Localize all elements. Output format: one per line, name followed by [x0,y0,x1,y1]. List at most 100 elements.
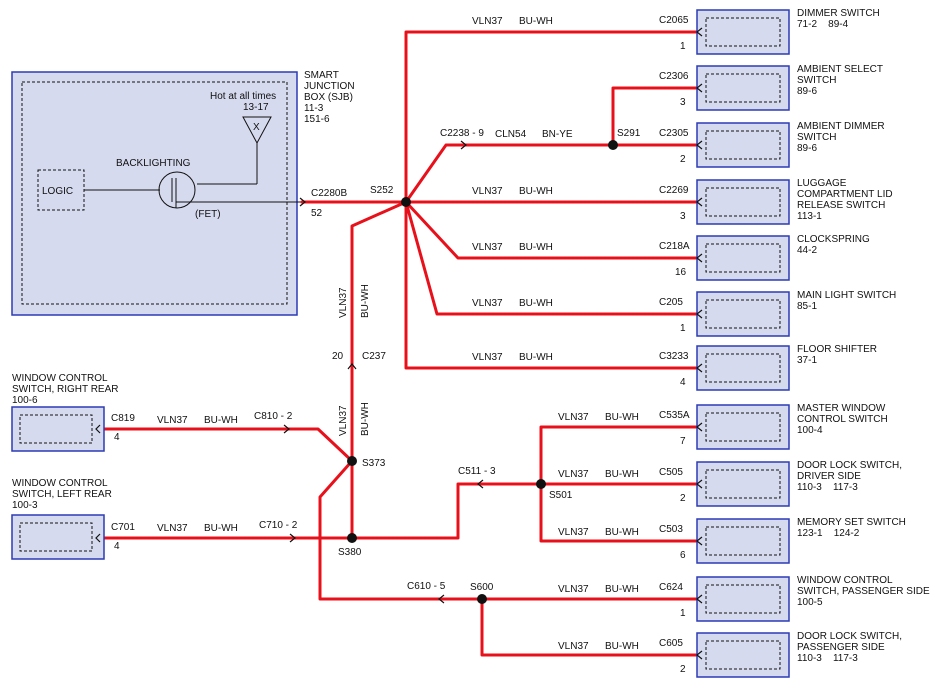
c2238-arrow-icon [460,140,467,150]
connector-arrow-icon [696,309,703,319]
right-component-inner [705,469,781,499]
c710-label: C710 - 2 [259,520,298,531]
right-component-inner [705,353,781,383]
c610-arrow-icon [438,594,445,604]
wire-color-label: BN-YE [542,129,573,140]
wire-to-s291 [404,143,615,204]
wire-color-label: BU-WH [204,415,238,426]
wire-color-label: BU-WH [204,523,238,534]
wire-to-c2306 [611,86,702,147]
wire-circuit-label: VLN37 [558,412,589,423]
c237-pin: 20 [332,351,344,362]
sjb-inner-outline [21,81,288,305]
right-component-name-line: SWITCH [797,75,836,86]
c610-label: C610 - 5 [407,581,446,592]
splice-s291-label: S291 [617,128,641,139]
right-component-box [696,122,790,168]
right-component-name-line: COMPARTMENT LID [797,189,893,200]
sjb-name-line3: BOX (SJB) [304,92,353,103]
c511-arrow-icon [477,479,484,489]
left-component-connector: C819 [111,413,135,424]
right-component-pin: 16 [675,267,687,278]
right-component-inner [705,640,781,670]
wire-color-label: BU-WH [360,402,371,436]
left-component-c819: WINDOW CONTROL SWITCH, RIGHT REAR 100-6 … [11,373,135,452]
right-component-pin: 3 [680,211,686,222]
wire-circuit-label: VLN37 [558,641,589,652]
right-component-name-line: MASTER WINDOW [797,403,886,414]
right-component-pin: 7 [680,436,686,447]
c701-arrow-icon [95,533,101,543]
right-component-ref: 89-6 [797,143,817,154]
c710-arrow-icon [289,533,296,543]
left-component-connector: C701 [111,522,135,533]
wire-c819-s373 [102,427,354,463]
wire-s380-s501 [350,482,543,540]
right-component-box [696,404,790,450]
right-component-ref: 71-2 89-4 [797,19,849,30]
right-component-name-line: WINDOW CONTROL [797,575,893,586]
sjb-pin: 52 [311,208,323,219]
right-component-connector: C505 [659,467,683,478]
right-component-inner [705,584,781,614]
right-component-pin: 2 [680,664,686,675]
connector-arrow-icon [696,363,703,373]
splice-s380-label: S380 [338,547,362,558]
sjb-outline [11,71,298,316]
right-component-connector: C605 [659,638,683,649]
right-component-box [696,235,790,281]
sjb-ref1: 11-3 [304,103,324,114]
right-component-name-line: CLOCKSPRING [797,234,870,245]
wire-circuit-label: VLN37 [472,352,503,363]
c237-arrow-icon [347,363,357,370]
wire-circuit-label: VLN37 [472,16,503,27]
right-component-ref: 123-1 124-2 [797,528,860,539]
right-component-name-line: FLOOR SHIFTER [797,344,877,355]
right-component-name-line: DOOR LOCK SWITCH, [797,631,902,642]
splice-s380 [347,533,357,543]
wire-circuit-label: VLN37 [472,242,503,253]
right-component-connector: C2306 [659,71,689,82]
connector-arrow-icon [696,594,703,604]
wire-color-label: BU-WH [605,641,639,652]
wire-labels: VLN37 BU-WH CLN54 BN-YE VLN37 BU-WH VLN3… [157,16,639,652]
logic-label: LOGIC [42,186,73,197]
left-component-name-line2: SWITCH, RIGHT REAR [12,384,118,395]
right-component-connector: C624 [659,582,683,593]
wire-to-c3233 [404,200,702,370]
wire-color-label: BU-WH [519,16,553,27]
right-component-name-line: RELEASE SWITCH [797,200,885,211]
left-component-pin: 4 [114,541,120,552]
connector-arrow-icon [696,197,703,207]
right-component-ref: 100-4 [797,425,823,436]
c2238-label: C2238 - 9 [440,128,484,139]
left-component-name-line2: SWITCH, LEFT REAR [12,489,112,500]
wire-circuit-label: CLN54 [495,129,527,140]
right-component-box [696,632,790,678]
c810-arrow-icon [283,424,290,434]
right-component-name-line: DIMMER SWITCH [797,8,880,19]
splice-s600 [477,594,487,604]
c237-label: C237 [362,351,386,362]
right-component-name-line: DOOR LOCK SWITCH, [797,460,902,471]
wire-circuit-label: VLN37 [558,469,589,480]
connector-arrow-icon [696,253,703,263]
right-component-pin: 1 [680,608,686,619]
wire-color-label: BU-WH [519,298,553,309]
wire-color-label: BU-WH [519,352,553,363]
smart-junction-box: SMART JUNCTION BOX (SJB) 11-3 151-6 Hot … [11,70,355,316]
connector-arrow-icon [696,83,703,93]
right-component-ref: 113-1 [797,211,822,222]
right-component-inner [705,299,781,329]
wire-s373-s600 [318,459,484,601]
c810-label: C810 - 2 [254,411,293,422]
right-component-inner [705,243,781,273]
wire-to-c205 [404,200,702,316]
left-component-name-line1: WINDOW CONTROL [12,478,108,489]
right-component-name-line: AMBIENT SELECT [797,64,883,75]
connector-arrow-icon [696,536,703,546]
right-component-name-line: PASSENGER SIDE [797,642,885,653]
